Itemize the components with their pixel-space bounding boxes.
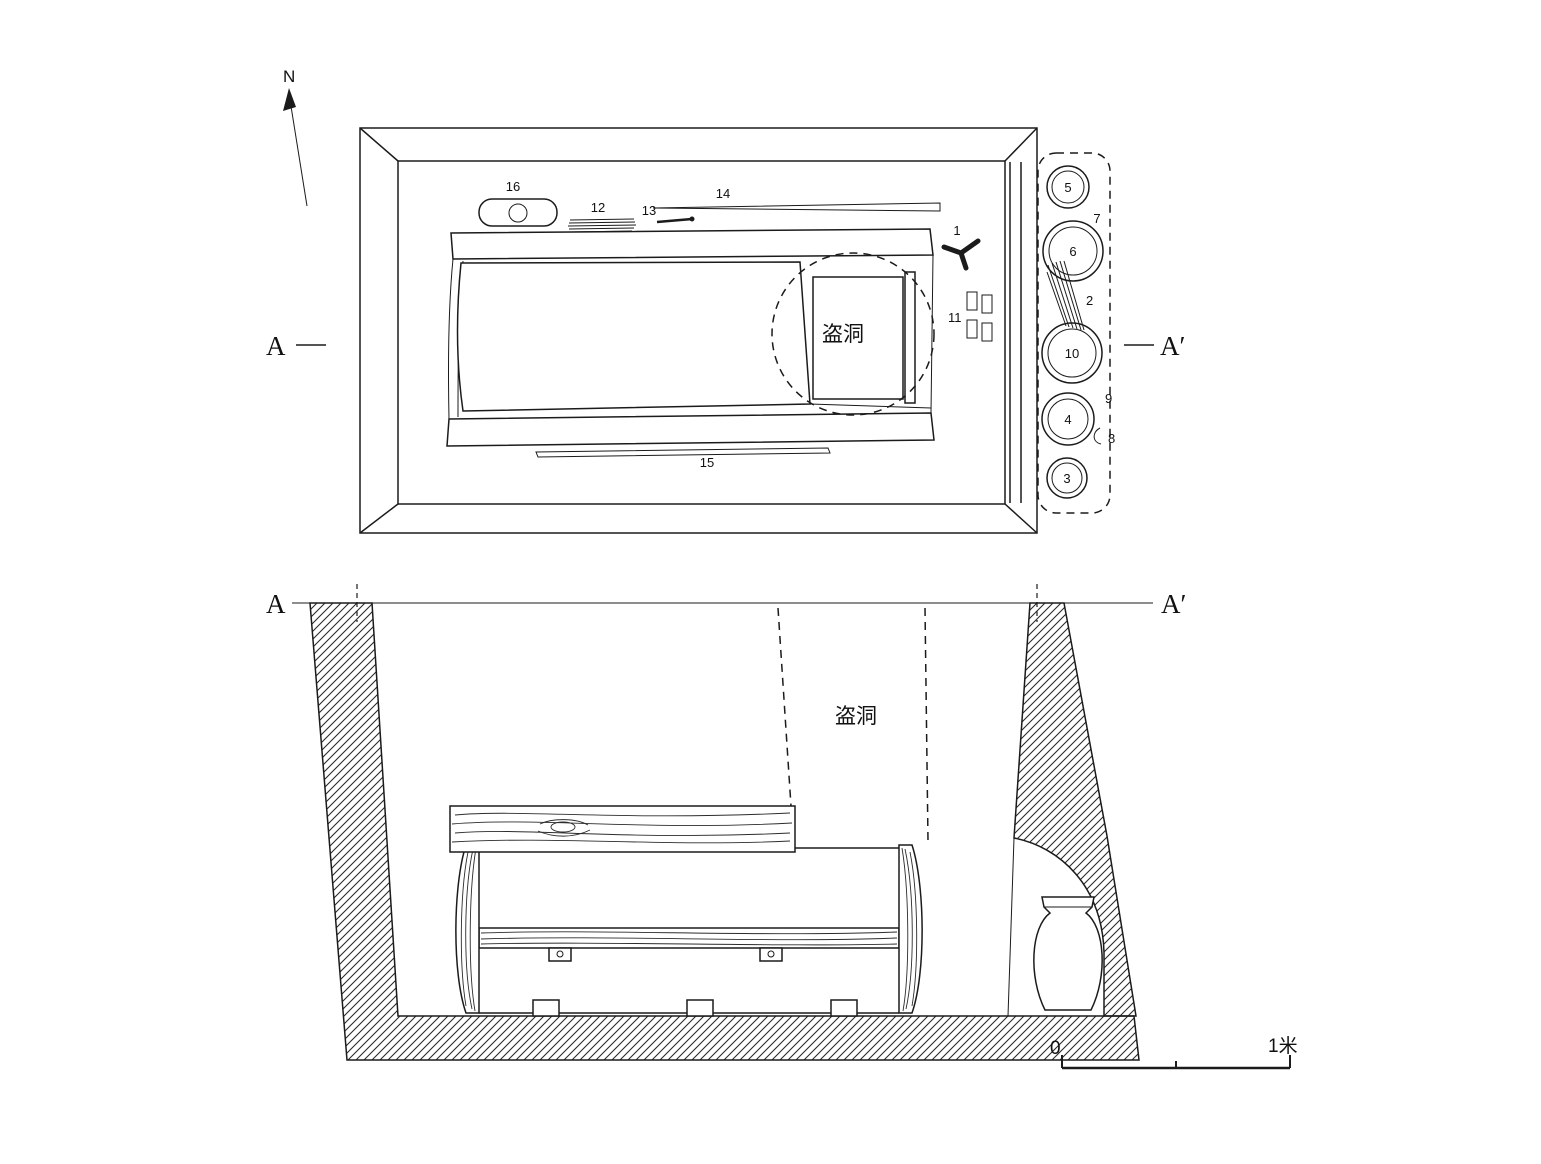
section-robber-hole: 盗洞 [777, 607, 929, 842]
plan-section-line: A A′ [266, 331, 1185, 361]
pit-inner-edge [397, 160, 1006, 505]
coffin-end-board-right [898, 844, 923, 1014]
artifact-label-6: 6 [1069, 244, 1076, 259]
vessel-10: 10 [1041, 322, 1103, 384]
artifact-label-13: 13 [642, 203, 656, 218]
vessel-niche: 5 7 6 2 10 9 [1037, 152, 1115, 514]
niche-outline [1037, 152, 1111, 514]
pit-corner-bevel [359, 503, 399, 534]
artifact-label-12: 12 [591, 200, 605, 215]
niche-pot [1033, 896, 1103, 1011]
artifact-label-2: 2 [1086, 293, 1093, 308]
tomb-pit-outline [359, 127, 1038, 534]
pit-corner-bevel [1004, 503, 1038, 534]
coffin-side-plank [478, 927, 900, 949]
north-arrow-head [283, 88, 296, 111]
artifact-8-hook [1093, 427, 1102, 445]
north-arrow: N [283, 67, 308, 207]
artifact-label-4: 4 [1064, 412, 1071, 427]
artifact-label-11: 11 [948, 310, 962, 325]
section-label-right: A′ [1161, 589, 1186, 619]
coffin-lid [456, 261, 811, 412]
chamber-floor-line [809, 403, 932, 409]
robber-hole-outline [771, 252, 935, 416]
chamber-west-wall [447, 258, 454, 420]
plan-view: N A A′ [266, 67, 1185, 534]
artifact-12-slips [567, 218, 637, 233]
chamber-north-plank [450, 228, 934, 260]
scale-unit-label: 1米 [1268, 1035, 1298, 1057]
scale-zero-label: 0 [1050, 1038, 1061, 1059]
pit-wall-right-hatching [1013, 602, 1137, 1017]
artifact-1-fork [941, 238, 981, 271]
artifact-label-16: 16 [506, 179, 520, 194]
coffin-cleats [548, 947, 783, 962]
artifact-label-3: 3 [1063, 471, 1070, 486]
pit-outer-edge [359, 127, 1038, 534]
section-label-left: A [266, 589, 286, 619]
robber-hole-boundary-left [777, 607, 792, 807]
artifact-15-stick [535, 447, 831, 458]
artifact-label-5: 5 [1064, 180, 1071, 195]
artifact-label-10: 10 [1065, 346, 1079, 361]
coffin-section [449, 805, 923, 1017]
section-robber-hole-label: 盗洞 [835, 705, 877, 728]
displaced-end-board [904, 271, 916, 404]
artifact-16-vessel [478, 198, 558, 227]
north-label: N [283, 67, 295, 86]
niche-opening-edge [1007, 837, 1015, 1017]
north-arrow-shaft [289, 99, 308, 207]
coffin-cover-plank [449, 805, 796, 853]
artifact-label-15: 15 [700, 455, 714, 470]
coffin-end-board-left [455, 844, 480, 1014]
plan-artifacts: 16 12 13 14 1 11 [478, 179, 993, 470]
artifact-13-implement [656, 217, 693, 224]
artifact-label-14: 14 [716, 186, 730, 201]
pit-corner-bevel [359, 127, 399, 162]
robber-hole-cavity [812, 276, 904, 400]
artifact-16-vessel-mouth [508, 203, 528, 223]
chamber-south-plank [446, 412, 935, 447]
section-view: A A′ 盗洞 [266, 584, 1298, 1070]
artifact-label-9: 9 [1105, 391, 1112, 406]
vessel-6: 6 [1042, 220, 1104, 282]
artifact-label-1: 1 [953, 223, 960, 238]
vessel-3: 3 [1046, 457, 1088, 499]
burial-chamber: 盗洞 [446, 228, 935, 447]
vessel-4: 4 [1041, 392, 1095, 446]
artifact-label-7: 7 [1093, 211, 1100, 226]
plan-section-label-left: A [266, 331, 286, 361]
wood-knot [550, 821, 576, 833]
plan-section-label-right: A′ [1160, 331, 1185, 361]
vessel-5: 5 [1046, 165, 1090, 209]
pit-corner-bevel [1004, 127, 1038, 162]
robber-hole-boundary-right [924, 607, 929, 842]
scale-bar: 0 1米 [1050, 1035, 1298, 1070]
artifact-13-tip [689, 216, 695, 222]
artifact-2-bundle [1046, 260, 1085, 331]
artifact-label-8: 8 [1108, 431, 1115, 446]
artifact-14-rod [652, 202, 941, 212]
chamber-east-end [930, 254, 934, 414]
plan-robber-hole-label: 盗洞 [822, 323, 864, 346]
artifact-11-plaques [966, 291, 993, 342]
coffin-feet [532, 999, 858, 1017]
